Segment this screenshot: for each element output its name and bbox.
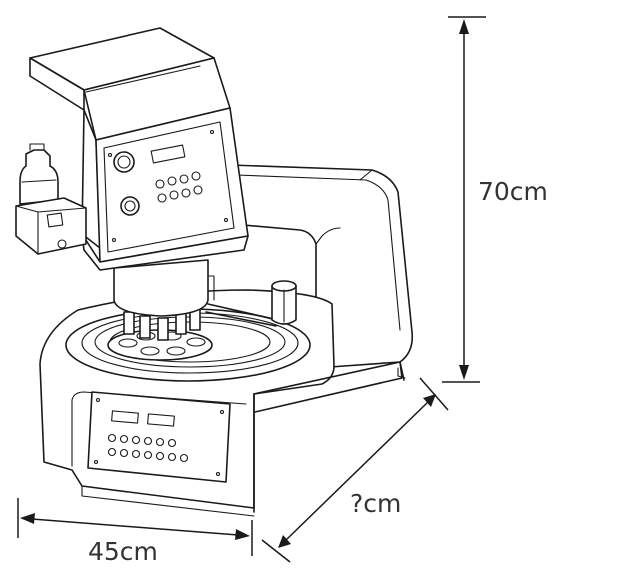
rear-housing [229, 164, 414, 369]
arrow-down-icon [459, 365, 469, 380]
width-label: 45cm [88, 537, 158, 566]
head-collar [81, 233, 249, 271]
arrow-left-icon [20, 513, 35, 524]
water-nozzle [271, 280, 297, 325]
head-control-panel [95, 107, 249, 263]
height-label: 70cm [478, 177, 548, 206]
front-panel-buttons [107, 433, 189, 463]
keypad-buttons [155, 171, 203, 203]
width-dimension [17, 498, 253, 556]
arrow-up-icon [459, 19, 469, 34]
height-dimension [442, 16, 486, 383]
arrow-upright-icon [423, 394, 436, 407]
depth-label: ?cm [350, 489, 401, 518]
grinder-polisher-machine [15, 27, 414, 517]
arrow-downleft-icon [278, 535, 291, 548]
depth-dimension [261, 377, 449, 563]
arrow-right-icon [235, 529, 250, 540]
drive-shaft [113, 259, 279, 327]
bottle-holder [15, 143, 87, 255]
front-control-panel [87, 391, 231, 483]
